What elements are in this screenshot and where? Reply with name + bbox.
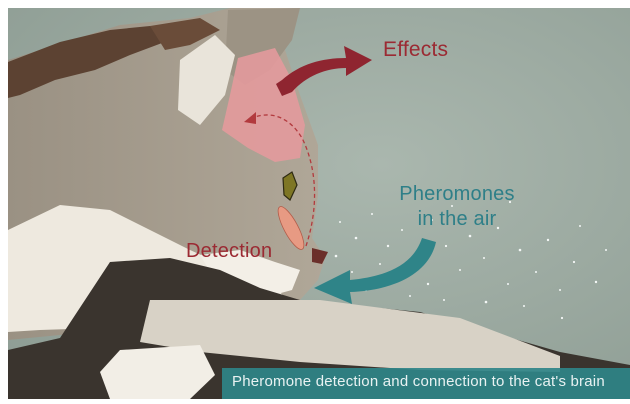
pheromones-label-line1: Pheromones: [392, 182, 522, 207]
caption-text: Pheromone detection and connection to th…: [232, 373, 628, 390]
detection-label: Detection: [186, 240, 272, 263]
pheromones-label: Pheromones in the air: [392, 182, 522, 232]
effects-label: Effects: [383, 38, 448, 62]
cat-paw-white: [100, 345, 215, 399]
pheromones-label-line2: in the air: [392, 207, 522, 232]
